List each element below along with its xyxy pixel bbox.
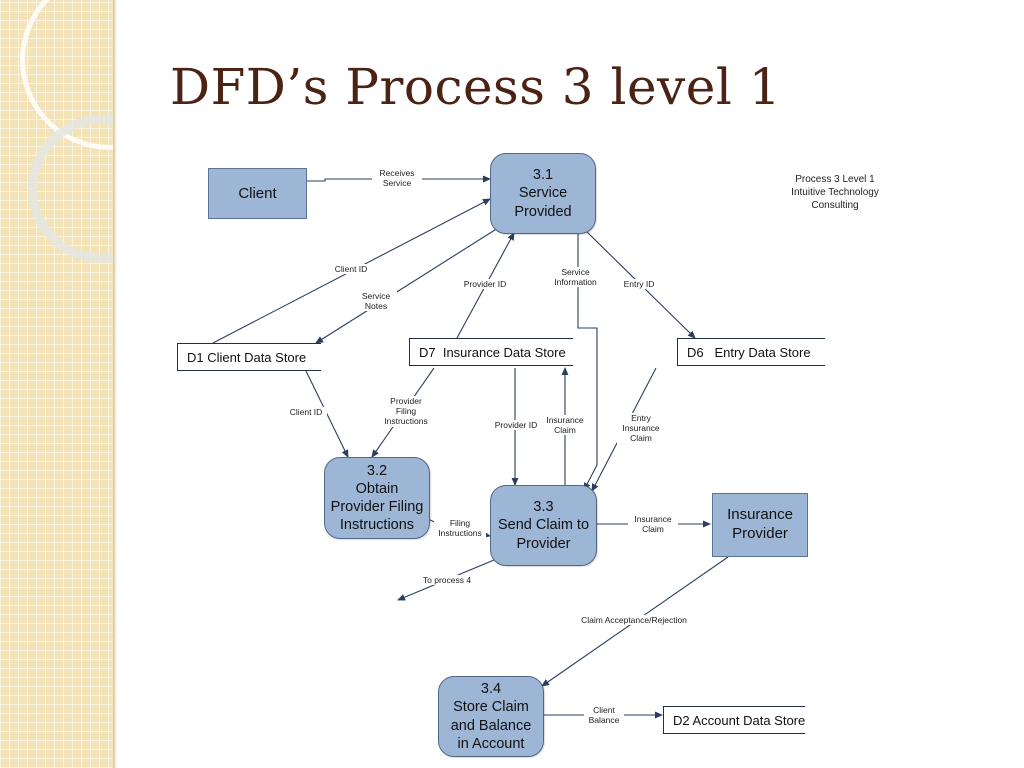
process-3-3: 3.3 Send Claim to Provider — [490, 485, 597, 566]
entity-client-label: Client — [238, 185, 277, 202]
process-3-4-number: 3.4 — [480, 681, 502, 698]
flow-label-provider-filing-instructions: Provider Filing Instructions — [378, 396, 434, 427]
flow-label-receives-service: Receives Service — [372, 168, 422, 189]
process-3-4: 3.4 Store Claim and Balance in Account — [438, 676, 544, 757]
diagram-caption: Process 3 Level 1 Intuitive Technology C… — [770, 173, 900, 212]
arrow-p31-to-d1 — [315, 227, 499, 344]
process-3-1: 3.1 Service Provided — [490, 153, 596, 234]
flow-label-insurance-claim-right: Insurance Claim — [628, 514, 678, 535]
flow-label-filing-instructions: Filing Instructions — [434, 518, 486, 539]
decorative-side-panel — [0, 0, 113, 768]
entity-client: Client — [208, 168, 307, 219]
process-3-1-number: 3.1 — [532, 167, 554, 184]
flow-label-insurance-claim-up: Insurance Claim — [541, 415, 589, 436]
data-store-d2: D2 Account Data Store — [663, 706, 805, 734]
slide-title: DFD’s Process 3 level 1 — [170, 58, 782, 116]
flow-label-client-id-bottom: Client ID — [285, 407, 327, 418]
entity-insurance-provider: Insurance Provider — [712, 493, 808, 557]
process-3-1-label: Service Provided — [514, 185, 572, 220]
process-3-2: 3.2 Obtain Provider Filing Instructions — [324, 457, 430, 539]
flow-label-to-process-4: To process 4 — [417, 575, 477, 586]
flow-label-provider-id-top: Provider ID — [460, 279, 510, 290]
arrow-d1-to-p32 — [305, 370, 349, 458]
flow-label-client-balance: Client Balance — [584, 705, 624, 726]
side-panel-edge — [113, 0, 117, 768]
flow-label-service-information: Service Information — [548, 267, 603, 288]
process-3-3-label: Send Claim to Provider — [497, 517, 590, 552]
data-store-d1: D1 Client Data Store — [177, 343, 321, 371]
flow-label-entry-id: Entry ID — [618, 279, 660, 290]
process-3-2-label: Obtain Provider Filing Instructions — [330, 480, 424, 534]
arrow-p31-to-p33 — [577, 232, 598, 491]
flow-label-entry-insurance-claim: Entry Insurance Claim — [617, 413, 665, 444]
process-3-4-label: Store Claim and Balance in Account — [450, 699, 532, 752]
flow-label-claim-acceptance: Claim Acceptance/Rejection — [578, 615, 690, 626]
data-store-d7: D7 Insurance Data Store — [409, 338, 573, 366]
flow-label-service-notes: Service Notes — [355, 291, 397, 312]
entity-insurance-provider-label: Insurance Provider — [727, 506, 793, 542]
flow-label-client-id-top: Client ID — [330, 264, 372, 275]
data-store-d6: D6 Entry Data Store — [677, 338, 825, 366]
process-3-2-number: 3.2 — [366, 462, 388, 479]
caption-line-1: Process 3 Level 1 — [795, 174, 875, 185]
caption-line-2: Intuitive Technology — [791, 187, 879, 198]
process-3-3-number: 3.3 — [533, 499, 554, 516]
flow-label-provider-id-mid: Provider ID — [490, 420, 542, 431]
caption-line-3: Consulting — [811, 200, 859, 211]
